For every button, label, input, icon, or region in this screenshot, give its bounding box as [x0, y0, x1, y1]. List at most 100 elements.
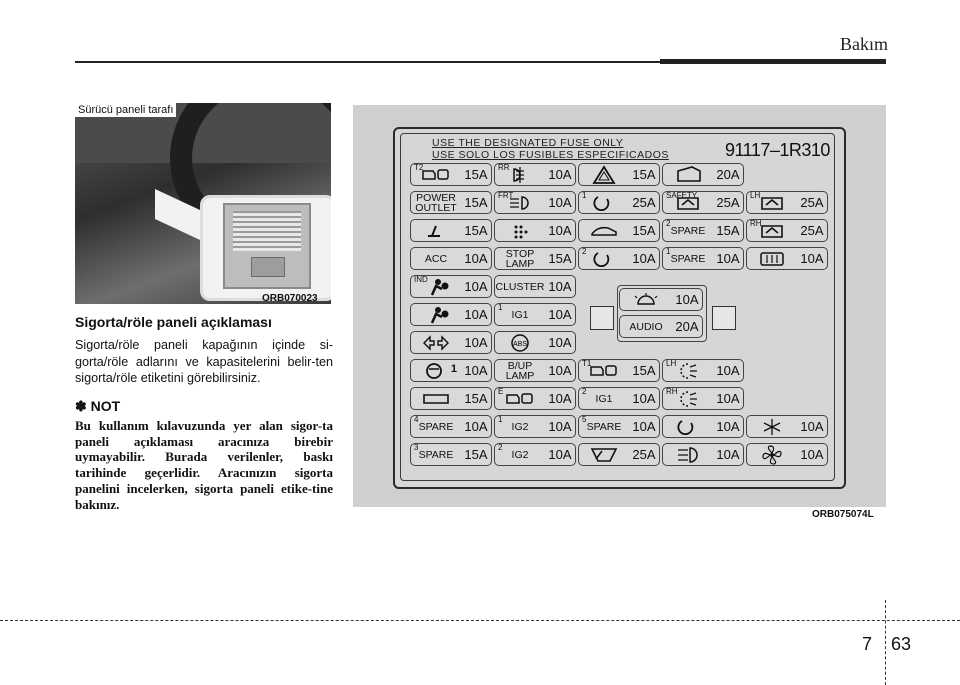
fuse-amp: 10A — [464, 279, 488, 294]
photo-caption: ORB070023 — [262, 293, 318, 304]
fuse-tag: 5 — [582, 415, 587, 424]
fuse-amp: 10A — [548, 307, 572, 322]
fuse-tag: RR — [498, 163, 510, 172]
fuse-amp: 15A — [632, 223, 656, 238]
fuse-label: CLUSTER — [495, 280, 545, 293]
fuse-cell: 1 10A — [410, 359, 492, 382]
note-body: Bu kullanım kılavuzunda yer alan sigor-t… — [75, 418, 333, 512]
power-window-icon — [579, 248, 629, 269]
fuse-tag: 2 — [582, 387, 587, 396]
fuse-cell: 15A — [578, 219, 660, 242]
fuse-amp: 10A — [716, 391, 740, 406]
fuse-tag: 1 — [498, 303, 503, 312]
fuse-label: SPARE — [418, 448, 454, 461]
fuse-tag: RH — [750, 219, 762, 228]
front-fog-icon — [495, 192, 545, 213]
fuse-panel-caption: ORB075074L — [812, 509, 874, 520]
fuse-amp: 10A — [716, 419, 740, 434]
headlamp-rh-icon — [663, 388, 713, 409]
note-title: ✽ NOT — [75, 398, 121, 414]
fuse-label: SPARE — [418, 420, 454, 433]
fuse-amp: 25A — [800, 195, 824, 210]
relay-square-right — [712, 306, 736, 330]
fuse-cell: IND 10A — [410, 275, 492, 298]
fuse-amp: 15A — [464, 167, 488, 182]
footer-rule — [0, 620, 960, 621]
fuse-cell: 10A — [662, 415, 744, 438]
photo-label: Sürücü paneli tarafı — [75, 103, 177, 117]
fuse-label-sticker — [233, 211, 301, 251]
fuse-label: AUDIO — [629, 320, 663, 333]
fuse-tag: SAFETY — [666, 191, 698, 200]
fuse-panel-inner-frame — [400, 133, 835, 481]
fuse-cell: LH 10A — [662, 359, 744, 382]
fuse-amp: 10A — [548, 335, 572, 350]
blower-fan-icon — [747, 444, 797, 465]
engine-key-icon — [411, 164, 461, 185]
fuse-tag: LH — [666, 359, 677, 368]
fuse-amp: 10A — [548, 223, 572, 238]
fuse-amp: 20A — [716, 167, 740, 182]
fuse-tag: LH — [750, 191, 761, 200]
defrost-icon — [747, 416, 797, 437]
fuse-tag: IND — [414, 275, 428, 284]
seat-belt-number: 1 — [450, 363, 457, 375]
driver-panel-photo — [75, 103, 331, 304]
heater-icon — [663, 416, 713, 437]
fuse-cell-room-lamp: 10A — [619, 288, 703, 311]
fuse-amp: 10A — [632, 251, 656, 266]
airbag-icon — [411, 304, 461, 325]
front-wiper-icon — [579, 444, 629, 465]
fuse-label: IG1 — [511, 308, 529, 321]
fuse-amp: 10A — [548, 447, 572, 462]
fuse-amp: 10A — [548, 419, 572, 434]
fuse-amp: 10A — [464, 363, 488, 378]
fuse-box-image — [223, 203, 311, 289]
fuse-amp: 15A — [632, 363, 656, 378]
fuse-tag: 1 — [582, 191, 587, 200]
page-number: 63 — [891, 634, 912, 654]
fuse-label: B/UP LAMP — [505, 359, 535, 382]
fuse-amp: 10A — [800, 419, 824, 434]
fuse-amp: 10A — [464, 335, 488, 350]
fuse-cell: 15A — [578, 163, 660, 186]
head-lamp-icon — [663, 444, 713, 465]
fuse-tag: 4 — [414, 415, 419, 424]
section-title: Sigorta/röle paneli açıklaması — [75, 314, 272, 330]
fuse-amp: 10A — [716, 251, 740, 266]
fuse-amp: 20A — [675, 319, 699, 334]
seat-belt-icon: 1 — [411, 360, 461, 381]
engine-ecu-icon — [579, 360, 629, 381]
fuse-cell: 15A — [410, 387, 492, 410]
fuse-tag: 2 — [666, 219, 671, 228]
abs-icon: ABS — [495, 332, 545, 353]
indicator-airbag-icon — [411, 276, 461, 297]
wiper-icon — [411, 388, 461, 409]
fuse-amp: 10A — [716, 363, 740, 378]
fuse-amp: 15A — [464, 391, 488, 406]
engine-ecu-icon — [495, 388, 545, 409]
fuse-amp: 15A — [716, 223, 740, 238]
fuse-amp: 10A — [632, 391, 656, 406]
header-rule-accent — [660, 59, 886, 64]
fuse-cell: 10A — [410, 331, 492, 354]
fuse-cell: 20A — [662, 163, 744, 186]
fuse-amp: 10A — [464, 251, 488, 266]
